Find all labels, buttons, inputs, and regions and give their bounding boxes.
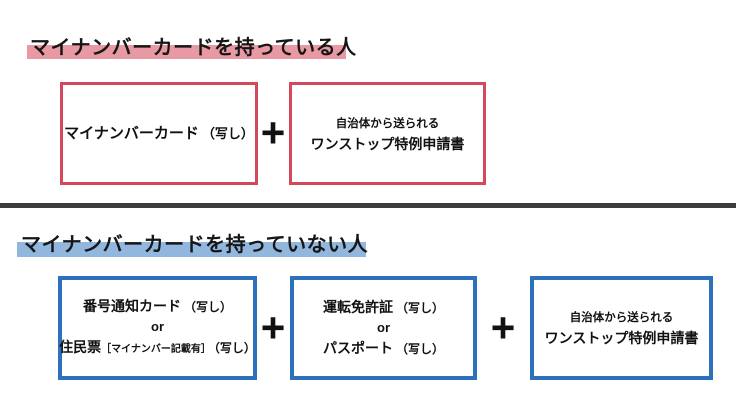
box-text-main: ワンストップ特例申請書 [310, 135, 465, 152]
or-text: or [377, 320, 390, 335]
box-text-sub: 自治体から送られる [335, 117, 440, 130]
box-text-line1: 運転免許証（写し） [322, 299, 444, 315]
box-notification-card-or-residence-record: 番号通知カード（写し） or 住民票［マイナンバー記載有］（写し） [58, 276, 257, 380]
plus-icon: + [260, 109, 286, 156]
box-text-sub: 自治体から送られる [569, 312, 674, 324]
box-text: マイナンバーカード（写し） [64, 124, 254, 142]
section-divider [0, 203, 736, 208]
section-no-card-heading: マイナンバーカードを持っていない人 [21, 234, 369, 256]
or-text: or [151, 319, 164, 334]
box-text-line1: 番号通知カード（写し） [82, 298, 232, 314]
plus-icon: + [490, 304, 516, 351]
box-onestop-form-bottom: 自治体から送られる ワンストップ特例申請書 [530, 276, 713, 380]
box-mynumber-card-copy: マイナンバーカード（写し） [60, 82, 258, 185]
plus-icon: + [260, 304, 286, 351]
section-have-card-heading: マイナンバーカードを持っている人 [30, 37, 357, 59]
heading-highlight-pink [27, 45, 346, 59]
box-onestop-form-top: 自治体から送られる ワンストップ特例申請書 [289, 82, 486, 185]
box-license-or-passport: 運転免許証（写し） or パスポート（写し） [290, 276, 477, 380]
box-text-line3: パスポート（写し） [322, 340, 444, 356]
box-text-main: ワンストップ特例申請書 [544, 330, 699, 346]
box-text-line3: 住民票［マイナンバー記載有］（写し） [59, 339, 256, 355]
heading-highlight-blue [17, 242, 366, 257]
